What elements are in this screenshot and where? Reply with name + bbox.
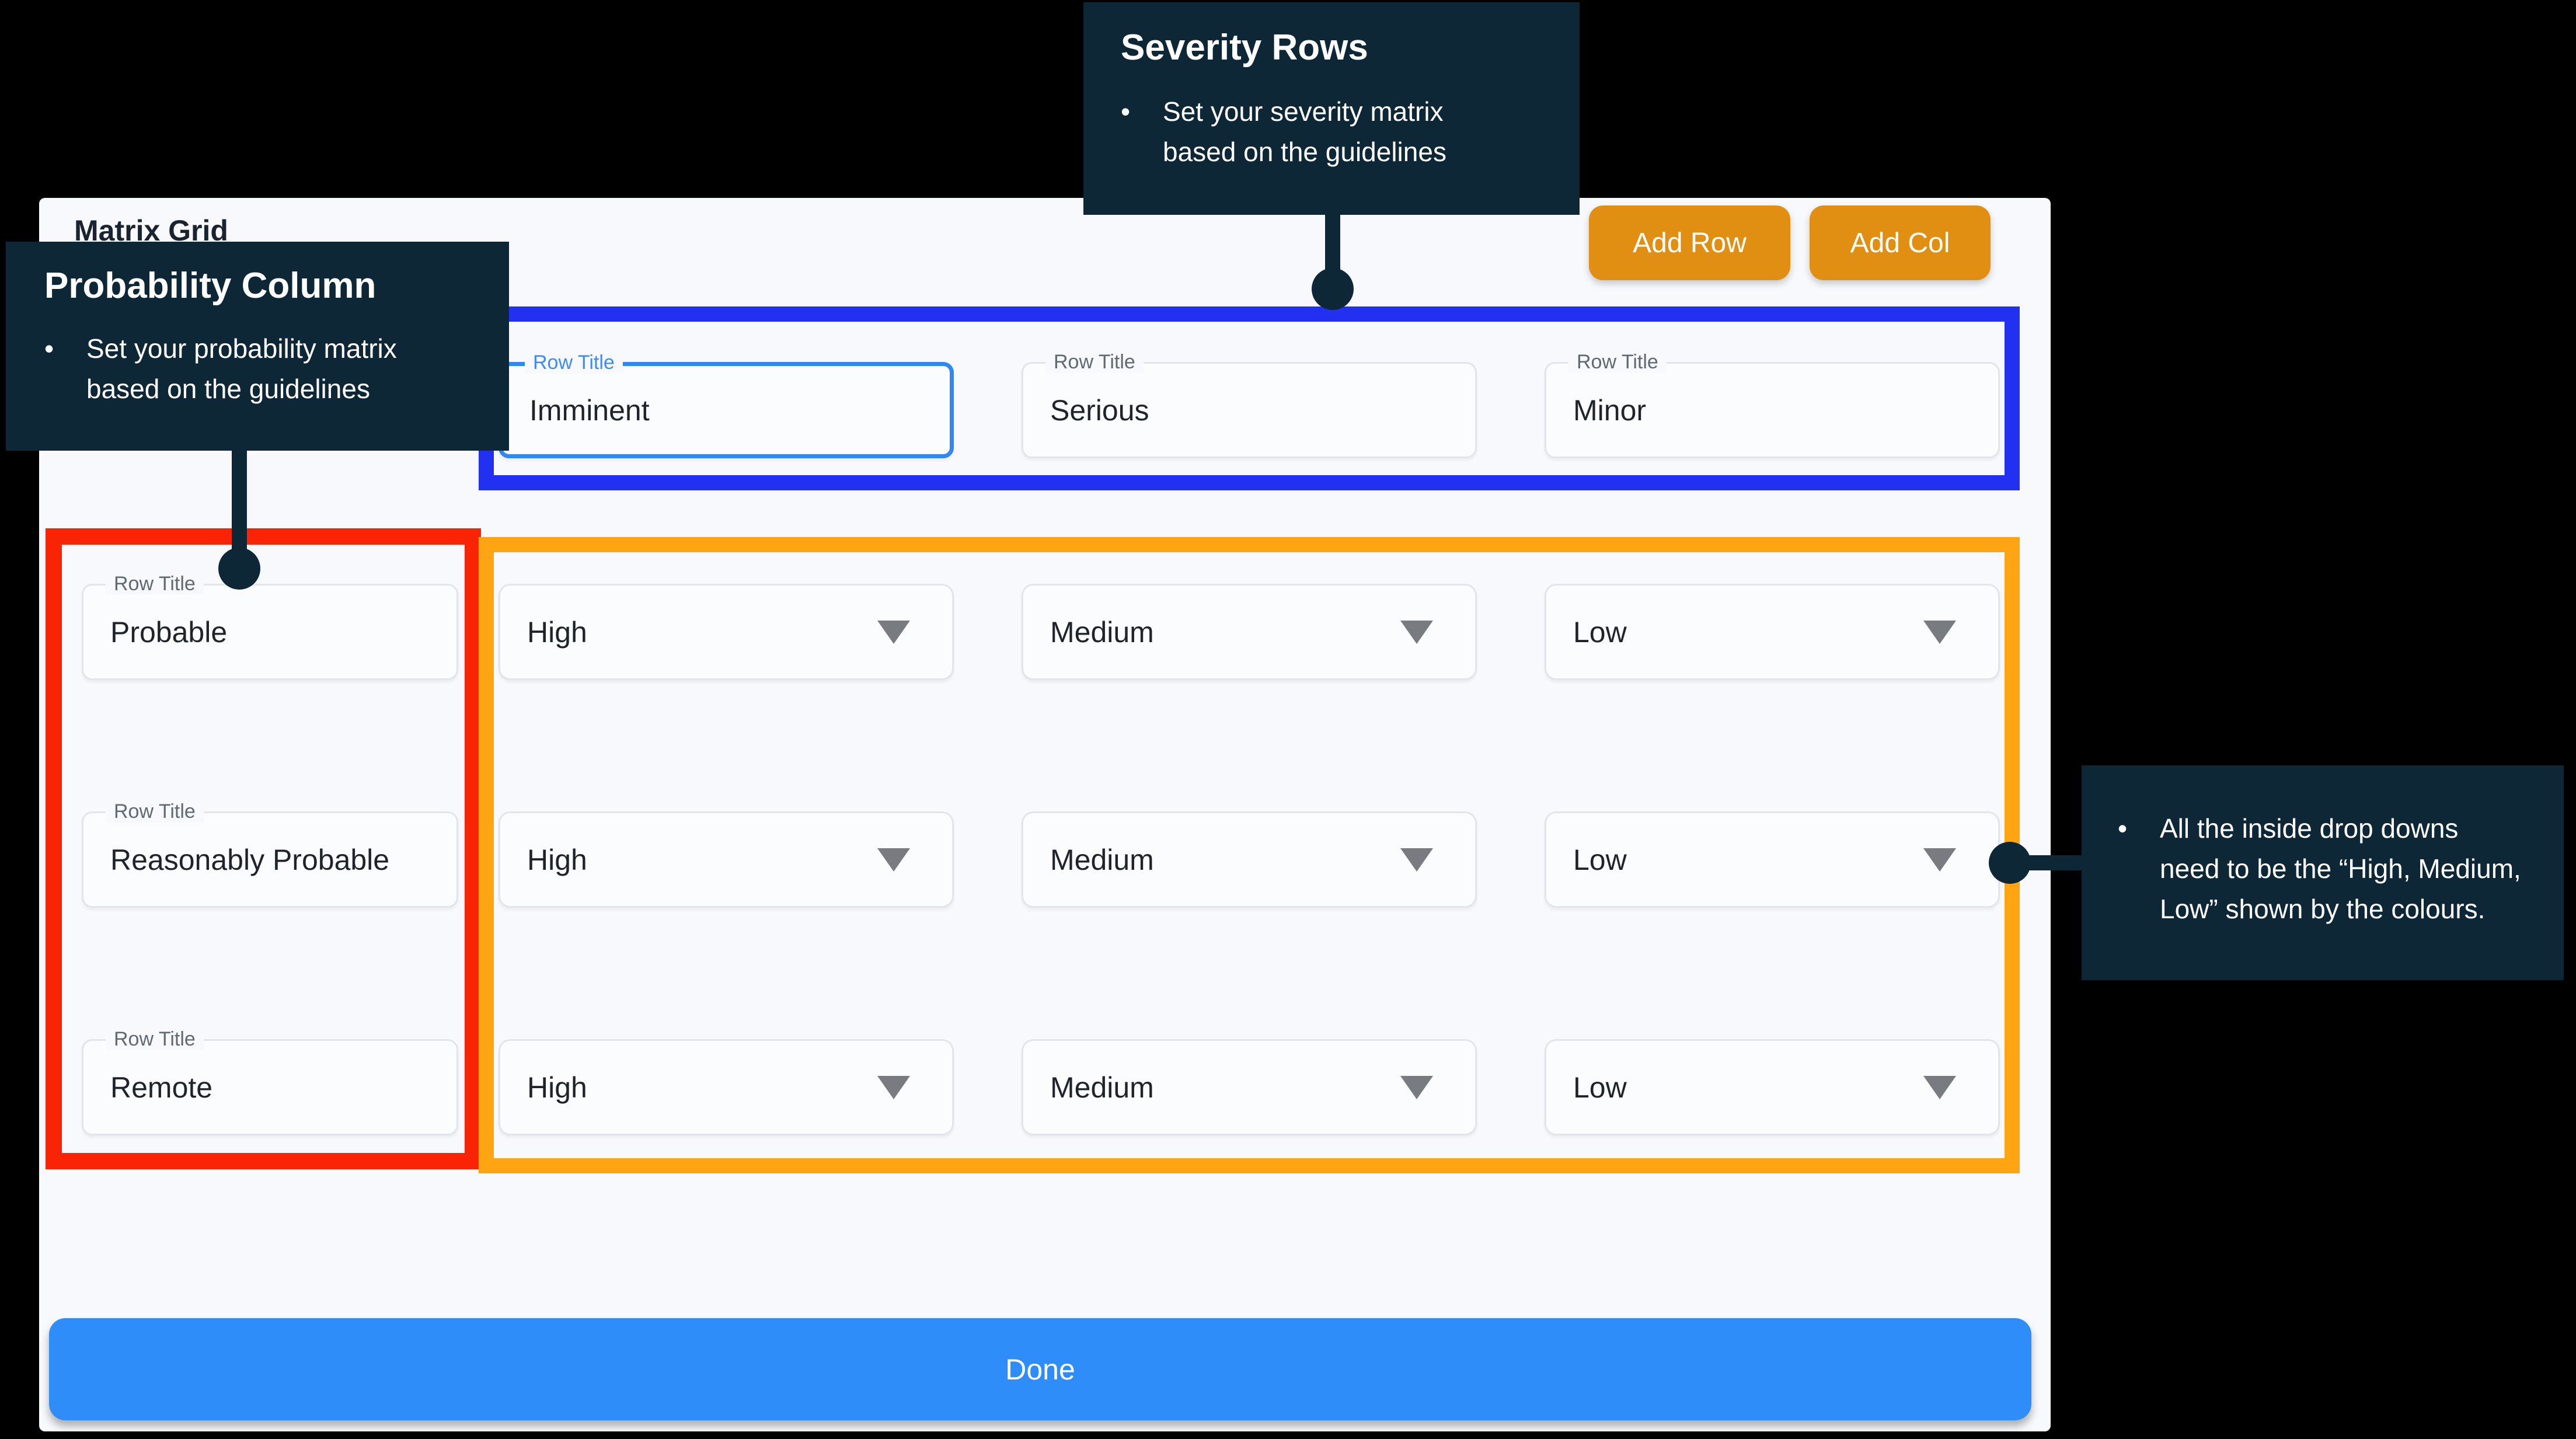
callout-text: Set your severity matrix based on the gu…	[1163, 96, 1446, 168]
dropdown-arrow-icon	[1400, 620, 1433, 644]
field-value: Remote	[110, 1071, 213, 1104]
matrix-dropdown-r1c1[interactable]: High	[499, 584, 954, 680]
dropdown-value: High	[527, 1071, 587, 1104]
dropdown-arrow-icon	[1400, 848, 1433, 872]
dropdown-arrow-icon	[1400, 1075, 1433, 1099]
callout-title: Severity Rows	[1121, 27, 1368, 68]
probability-connector-dot	[218, 548, 260, 590]
row-title-label: Row Title	[525, 351, 623, 374]
dropdown-arrow-icon	[1923, 1075, 1956, 1099]
dropdown-value: Low	[1573, 615, 1627, 649]
row-title-label: Row Title	[106, 1028, 204, 1051]
column-title-field-minor[interactable]: Row Title Minor	[1545, 351, 2000, 458]
bullet-icon: •	[44, 333, 54, 364]
matrix-dropdown-r2c3[interactable]: Low	[1545, 811, 2000, 908]
dropdown-arrow-icon	[1923, 620, 1956, 644]
matrix-dropdown-r3c2[interactable]: Medium	[1022, 1039, 1477, 1135]
matrix-dropdown-r1c2[interactable]: Medium	[1022, 584, 1477, 680]
dropdown-value: Low	[1573, 1071, 1627, 1104]
row-title-label: Row Title	[106, 573, 204, 595]
bullet-icon: •	[1121, 96, 1131, 127]
dropdowns-connector-dot	[1989, 842, 2031, 884]
add-row-button[interactable]: Add Row	[1589, 205, 1790, 280]
field-value: Probable	[110, 615, 228, 649]
dropdown-value: High	[527, 843, 587, 876]
bullet-icon: •	[2118, 813, 2128, 844]
done-button[interactable]: Done	[49, 1318, 2031, 1420]
callout-text: All the inside drop downs need to be the…	[2160, 813, 2521, 924]
dropdowns-callout: • All the inside drop downs need to be t…	[2082, 765, 2564, 980]
matrix-dropdown-r2c1[interactable]: High	[499, 811, 954, 908]
callout-title: Probability Column	[44, 266, 377, 306]
field-value: Reasonably Probable	[110, 843, 390, 876]
matrix-dropdown-r2c2[interactable]: Medium	[1022, 811, 1477, 908]
severity-rows-callout: Severity Rows • Set your severity matrix…	[1083, 2, 1580, 215]
matrix-dropdown-r3c3[interactable]: Low	[1545, 1039, 2000, 1135]
dropdown-value: High	[527, 615, 587, 649]
dropdown-value: Medium	[1050, 843, 1154, 876]
row-title-label: Row Title	[106, 800, 204, 823]
dropdown-arrow-icon	[1923, 848, 1956, 872]
add-col-button[interactable]: Add Col	[1810, 205, 1991, 280]
dropdown-value: Medium	[1050, 615, 1154, 649]
probability-column-callout: Probability Column • Set your probabilit…	[6, 242, 509, 451]
panel-title: Matrix Grid	[74, 214, 228, 247]
row-title-field-remote[interactable]: Row Title Remote	[82, 1028, 458, 1135]
row-title-field-probable[interactable]: Row Title Probable	[82, 573, 458, 680]
field-value: Minor	[1573, 393, 1647, 427]
dropdown-arrow-icon	[877, 620, 910, 644]
row-title-field-reasonably-probable[interactable]: Row Title Reasonably Probable	[82, 800, 458, 908]
matrix-dropdown-r1c3[interactable]: Low	[1545, 584, 2000, 680]
row-title-label: Row Title	[1568, 351, 1667, 374]
probability-connector-line	[232, 451, 247, 556]
dropdown-arrow-icon	[877, 848, 910, 872]
dropdown-arrow-icon	[877, 1075, 910, 1099]
dropdown-value: Medium	[1050, 1071, 1154, 1104]
column-title-field-imminent[interactable]: Row Title Imminent	[499, 351, 954, 458]
matrix-dropdown-r3c1[interactable]: High	[499, 1039, 954, 1135]
callout-text: Set your probability matrix based on the…	[86, 333, 397, 405]
field-value: Serious	[1050, 393, 1149, 427]
column-title-field-serious[interactable]: Row Title Serious	[1022, 351, 1477, 458]
field-value: Imminent	[529, 393, 650, 427]
dropdown-value: Low	[1573, 843, 1627, 876]
severity-connector-dot	[1312, 268, 1354, 310]
row-title-label: Row Title	[1045, 351, 1144, 374]
